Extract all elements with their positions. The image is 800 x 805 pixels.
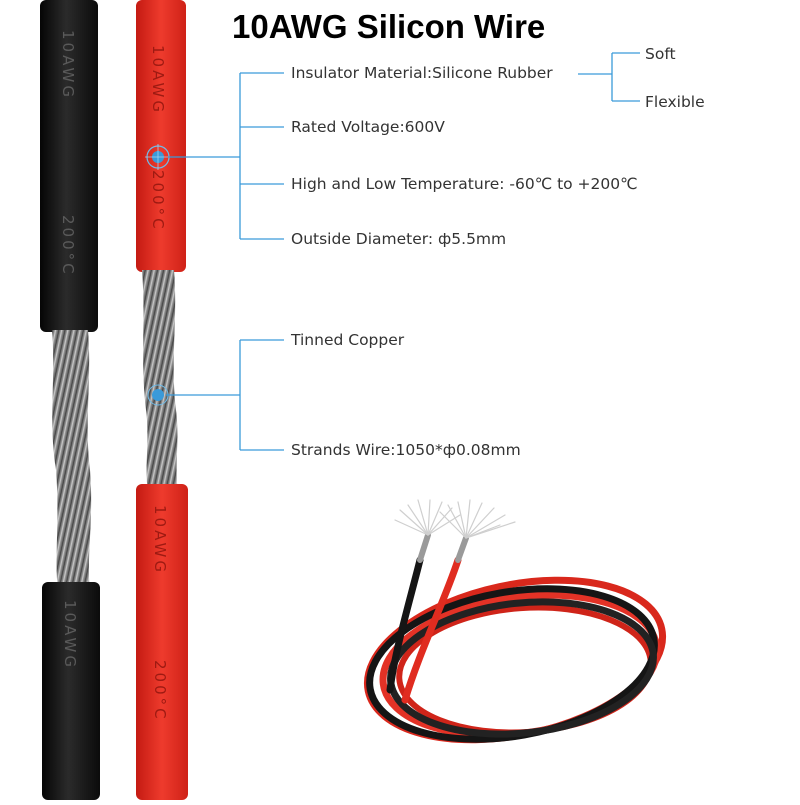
red-gauge-print-bottom: 10AWG — [151, 505, 169, 575]
page-title: 10AWG Silicon Wire — [232, 8, 546, 45]
black-wire: 10AWG 200°C 10AWG — [40, 0, 100, 800]
red-rating-print-top: 200°C — [149, 170, 167, 232]
spec-flexible: Flexible — [645, 93, 705, 111]
red-wire: 10AWG 200°C 10AWG 200°C — [136, 0, 188, 800]
spec-insulator-material: Insulator Material:Silicone Rubber — [291, 64, 553, 82]
red-rating-print-bottom: 200°C — [151, 660, 169, 722]
spec-soft: Soft — [645, 45, 676, 63]
black-insulation-top — [40, 0, 98, 332]
black-rating-print-top: 200°C — [59, 215, 77, 277]
black-gauge-print-top: 10AWG — [59, 30, 77, 100]
red-gauge-print-top: 10AWG — [149, 45, 167, 115]
black-insulation-bottom — [42, 582, 100, 800]
spec-outside-diameter: Outside Diameter: ф5.5mm — [291, 230, 507, 248]
spec-temperature-range: High and Low Temperature: -60℃ to +200℃ — [291, 175, 638, 193]
black-exposed-strands — [52, 330, 92, 590]
callout-lines-top — [168, 52, 640, 240]
callout-lines-bottom — [166, 339, 284, 451]
red-insulation-bottom — [136, 484, 188, 800]
callout-dot-insulation — [145, 144, 171, 170]
spec-conductor: Tinned Copper — [291, 331, 405, 349]
spec-rated-voltage: Rated Voltage:600V — [291, 118, 445, 136]
black-gauge-print-bottom: 10AWG — [61, 600, 79, 670]
coiled-wire-image — [363, 499, 667, 744]
spec-strands: Strands Wire:1050*ф0.08mm — [291, 441, 521, 459]
red-insulation-top — [136, 0, 186, 272]
red-exposed-strands — [142, 270, 178, 490]
